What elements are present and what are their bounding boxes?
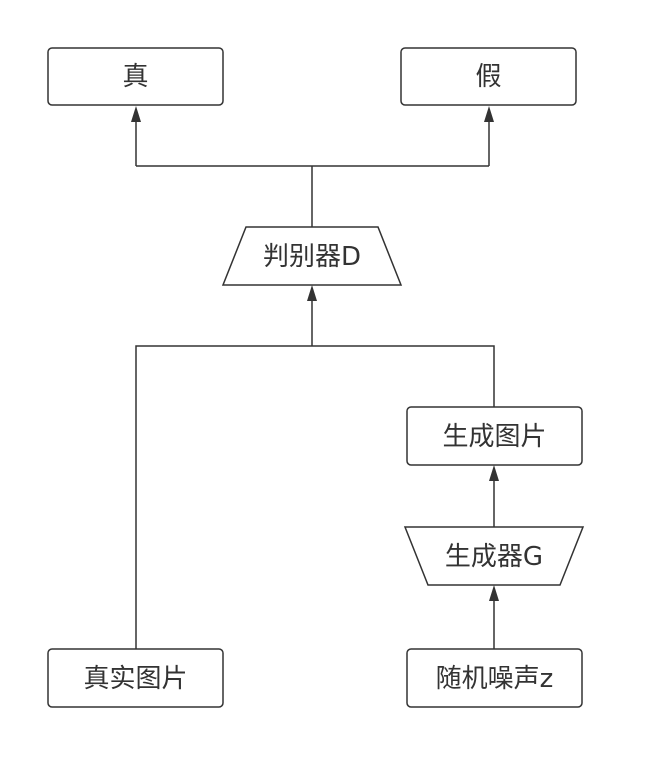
node-real-image-label: 真实图片 <box>83 664 187 694</box>
arrow-to-generated-image <box>489 465 499 481</box>
node-generated-image: 生成图片 <box>406 406 583 466</box>
edge-inputs-to-discriminator <box>135 301 495 649</box>
node-real-image: 真实图片 <box>47 648 224 708</box>
arrow-to-real <box>131 106 141 122</box>
node-fake-label: 假 <box>475 62 501 92</box>
node-noise-label: 随机噪声z <box>436 664 554 694</box>
node-generated-image-label: 生成图片 <box>442 422 546 452</box>
arrow-to-fake <box>484 106 494 122</box>
arrow-to-discriminator <box>307 285 317 301</box>
edges <box>131 106 499 649</box>
node-fake: 假 <box>400 47 577 106</box>
node-real-label: 真 <box>122 62 148 92</box>
node-noise: 随机噪声z <box>406 648 583 708</box>
node-generator: 生成器G <box>403 526 585 586</box>
node-discriminator-label: 判别器D <box>263 242 361 272</box>
node-generator-label: 生成器G <box>445 542 543 572</box>
node-real: 真 <box>47 47 224 106</box>
edge-discriminator-to-outputs <box>135 122 490 227</box>
arrow-to-generator <box>489 585 499 601</box>
node-discriminator: 判别器D <box>221 226 403 286</box>
